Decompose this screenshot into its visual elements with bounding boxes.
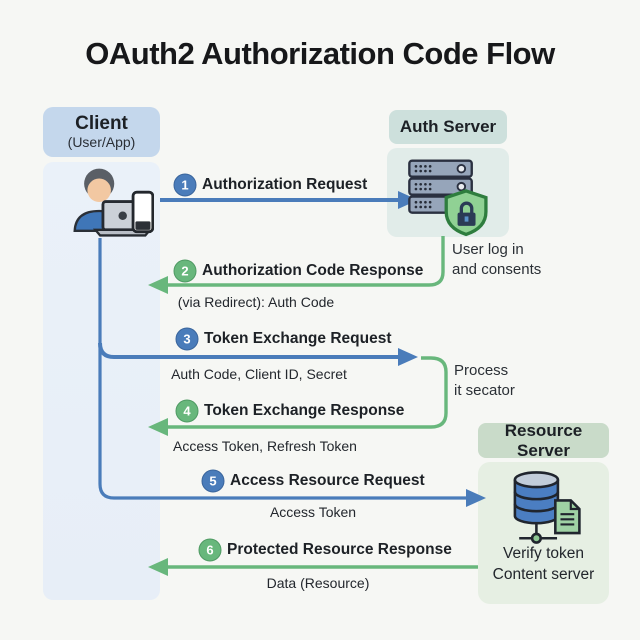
auth-server-header: Auth Server — [389, 110, 507, 144]
page-title: OAuth2 Authorization Code Flow — [85, 36, 555, 71]
step-1-badge: 1 — [173, 173, 197, 197]
user-laptop-phone-icon — [50, 163, 155, 243]
auth-server-note: User log in and consents — [452, 241, 542, 279]
step-5-sublabel: Access Token — [269, 504, 357, 520]
step-2-badge: 2 — [173, 259, 197, 283]
step-2-sublabel: (via Redirect): Auth Code — [177, 294, 335, 310]
step-3-label: Token Exchange Request — [204, 330, 392, 347]
client-title: Client — [75, 112, 128, 134]
step-4-sublabel: Access Token, Refresh Token — [173, 438, 357, 454]
arrow-3-head — [398, 348, 418, 366]
step-3-badge: 3 — [175, 327, 199, 351]
step-6-label: Protected Resource Response — [227, 541, 452, 558]
step-3-sublabel: Auth Code, Client ID, Secret — [171, 366, 347, 382]
step-5-label: Access Resource Request — [230, 472, 425, 489]
step-1-label: Authorization Request — [202, 176, 368, 193]
step-6-badge: 6 — [198, 538, 222, 562]
step-5-badge: 5 — [201, 469, 225, 493]
step-6-sublabel: Data (Resource) — [266, 575, 370, 591]
resource-server-header: Resource Server — [478, 420, 609, 460]
client-subtitle: (User/App) — [67, 134, 136, 151]
resource-server-caption: Verify token Content server — [492, 545, 595, 583]
database-document-icon — [501, 466, 589, 552]
step-2-label: Authorization Code Response — [202, 262, 424, 279]
process-note: Process it secator — [454, 362, 515, 400]
step-4-label: Token Exchange Response — [204, 402, 405, 419]
server-shield-lock-icon — [398, 153, 502, 243]
step-4-badge: 4 — [175, 399, 199, 423]
resource-server-title: Resource Server — [504, 420, 583, 460]
auth-server-title: Auth Server — [399, 117, 497, 136]
client-header: Client (User/App) — [43, 107, 160, 157]
